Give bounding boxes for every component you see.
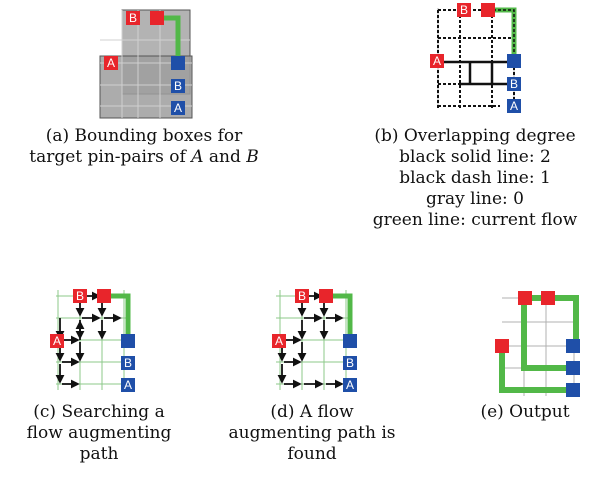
caption-d-line1: (d) A flow [270,402,354,422]
pin-blue-square-a [171,56,185,70]
pin-red-e-2 [541,291,555,305]
pin-b-blue-label-a: B [174,79,182,93]
pin-b-red-a [126,11,140,25]
pin-a-red-b [430,54,444,68]
dashed-lines-b [437,9,515,108]
caption-d: (d) A flow augmenting path is found [212,402,412,465]
panel-b: B A B A [430,3,521,113]
current-flow-a [158,15,181,62]
caption-c: (c) Searching a flow augmenting path [4,402,194,465]
grid-b-gray [437,8,515,108]
caption-b-line5: green line: current flow [372,210,578,230]
caption-b-line4: gray line: 0 [426,189,524,209]
caption-a-prefix: target pin-pairs of [29,147,192,167]
output-route-a [499,346,572,393]
pin-a-red-a [104,56,118,70]
panel-d: B A B A [272,289,357,392]
pin-b-blue-d [343,356,357,370]
caption-b-line1: (b) Overlapping degree [374,126,576,146]
pin-red-square-c [97,289,111,303]
pin-red-square-d [319,289,333,303]
output-route-inner [521,300,572,371]
pin-b-blue-label-c: B [124,356,132,370]
pin-a-red-label-a: A [107,56,115,70]
pin-blue-e-3 [566,383,580,397]
caption-a: (a) Bounding boxes for target pin-pairs … [10,126,278,168]
pin-red-square-a [150,11,164,25]
caption-a-var-b: B [246,147,259,167]
caption-d-line2: augmenting path is [228,423,396,443]
pin-a-blue-label-b: A [510,99,518,113]
panel-c: B A B A [50,289,135,392]
current-flow-d [330,293,353,338]
pin-a-red-label-d: A [275,334,283,348]
pin-red-e-3 [495,339,509,353]
pin-b-red-d [295,289,309,303]
pin-b-red-c [73,289,87,303]
pin-red-e-1 [518,291,532,305]
pin-blue-square-b [507,54,521,68]
caption-a-and: and [203,147,247,167]
pin-b-red-label-a: B [129,11,137,25]
caption-b-line2: black solid line: 2 [399,147,551,167]
caption-e-line1: (e) Output [480,402,570,422]
caption-b-line3: black dash line: 1 [399,168,551,188]
pin-red-square-b [481,3,495,17]
pin-blue-square-c [121,334,135,348]
pin-b-red-b [457,3,471,17]
pin-a-blue-b [507,99,521,113]
pin-blue-square-d [343,334,357,348]
caption-a-var-a: A [191,147,204,167]
pin-a-blue-label-c: A [124,378,132,392]
pin-b-blue-b [507,77,521,91]
panel-a: B A B A [99,9,193,119]
pin-blue-e-2 [566,361,580,375]
pin-a-red-label-c: A [53,334,61,348]
caption-a-line2: target pin-pairs of A and B [10,147,278,168]
caption-a-line1: (a) Bounding boxes for [45,126,243,146]
augmenting-path-arrows-d [277,291,344,389]
current-flow-c [108,293,131,338]
caption-c-line3: path [79,444,119,464]
grid-e [502,296,575,396]
pin-b-blue-c [121,356,135,370]
pin-blue-e-1 [566,339,580,353]
pin-a-blue-d [343,378,357,392]
pin-a-blue-label-a: A [174,101,182,115]
pin-a-blue-a [171,101,185,115]
search-arrows-c [55,291,122,389]
panel-e [495,291,580,397]
pin-b-blue-label-b: B [510,77,518,91]
pin-a-blue-c [121,378,135,392]
caption-c-line2: flow augmenting [26,423,172,443]
pin-b-red-label-d: B [298,289,306,303]
pin-a-red-d [272,334,286,348]
pin-b-red-label-c: B [76,289,84,303]
caption-e: (e) Output [452,402,598,423]
pin-b-red-label-b: B [460,3,468,17]
pin-a-red-label-b: A [433,54,441,68]
caption-d-line3: found [287,444,337,464]
pin-a-red-c [50,334,64,348]
solid-lines-b [438,60,514,86]
pin-b-blue-a [171,79,185,93]
pin-a-blue-label-d: A [346,378,354,392]
flow-overlap-b [488,9,515,60]
pin-b-blue-label-d: B [346,356,354,370]
caption-c-line1: (c) Searching a [33,402,165,422]
caption-b: (b) Overlapping degree black solid line:… [352,126,598,231]
